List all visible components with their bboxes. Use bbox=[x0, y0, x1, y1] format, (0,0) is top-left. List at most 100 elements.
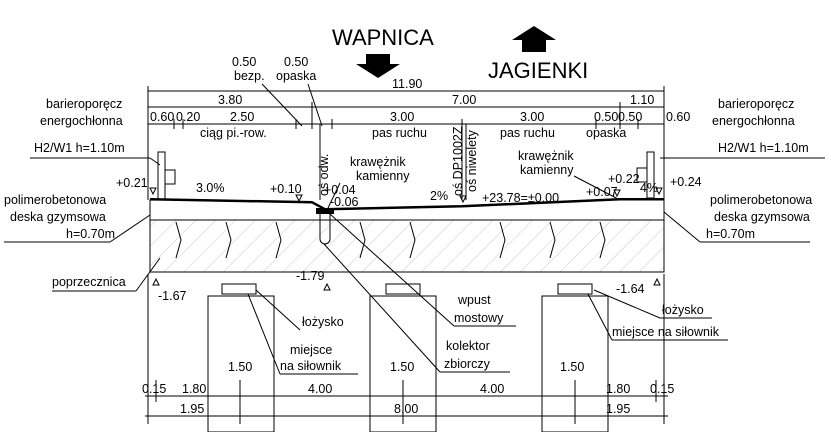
dim-bezp-label: bezp. bbox=[234, 69, 265, 83]
level-marker-icon bbox=[653, 277, 661, 286]
dim-bezp-val: 0.50 bbox=[232, 55, 256, 69]
level-164: -1.64 bbox=[616, 282, 645, 296]
label-lozysko-left: łożysko bbox=[302, 315, 344, 329]
label-kraweznik-left-2: kamienny bbox=[356, 169, 410, 183]
cornice-labels: polimerobetonowa deska gzymsowa h=0.70m … bbox=[4, 193, 812, 243]
dim-left-250: 2.50 bbox=[230, 110, 254, 124]
label-barrier-left-2: energochłonna bbox=[40, 114, 123, 128]
bottom-dimensions: 0.15 1.80 4.00 4.00 1.80 0.15 1.95 8.00 … bbox=[142, 274, 674, 424]
label-miejsce-right: miejsce na siłownik bbox=[612, 325, 720, 339]
dim-lane2: 3.00 bbox=[520, 110, 544, 124]
label-deska-left-3: h=0.70m bbox=[66, 227, 115, 241]
label-pas2: pas ruchu bbox=[500, 126, 555, 140]
label-barrier-left-3: H2/W1 h=1.10m bbox=[34, 141, 125, 155]
pier-right-width: 1.50 bbox=[560, 360, 584, 374]
piers: 1.50 1.50 1.50 bbox=[207, 283, 609, 432]
level-marker-icon bbox=[152, 277, 160, 286]
dim-opaska-label: opaska bbox=[276, 69, 316, 83]
barrier-left bbox=[157, 151, 176, 201]
dim-left-020: 0.20 bbox=[176, 110, 200, 124]
dim-b-180r: 1.80 bbox=[606, 382, 630, 396]
level-marker-icon bbox=[613, 189, 621, 198]
dim-b-015r: 0.15 bbox=[650, 382, 674, 396]
label-miejsce-left-2: na siłownik bbox=[280, 359, 342, 373]
label-kraweznik-left-1: krawężnik bbox=[350, 155, 406, 169]
pier-left-width: 1.50 bbox=[228, 360, 252, 374]
lower-labels: poprzecznica łożysko miejsce na siłownik… bbox=[52, 213, 728, 375]
label-barrier-left-1: barieroporęcz bbox=[46, 97, 122, 111]
label-barrier-right-1: barieroporęcz bbox=[718, 97, 794, 111]
label-barrier-right-3: H2/W1 h=1.10m bbox=[718, 141, 809, 155]
level-007: +0.07 bbox=[586, 185, 618, 199]
drain-inlet-icon bbox=[316, 208, 334, 214]
label-barrier-right-2: energochłonna bbox=[712, 114, 795, 128]
level-marker-icon bbox=[323, 282, 331, 291]
barrier-labels: barieroporęcz energochłonna H2/W1 h=1.10… bbox=[30, 97, 825, 166]
label-deska-left-2: deska gzymsowa bbox=[10, 210, 106, 224]
level-marker-icon bbox=[459, 195, 467, 204]
pier-middle bbox=[369, 295, 437, 432]
level-021: +0.21 bbox=[116, 176, 148, 190]
dim-b-195l: 1.95 bbox=[180, 402, 204, 416]
label-ciag: ciąg pi.-row. bbox=[200, 126, 267, 140]
dim-right-050a: 0.50 bbox=[594, 110, 618, 124]
level-024: +0.24 bbox=[670, 175, 702, 189]
label-kraweznik-right-1: krawężnik bbox=[518, 149, 574, 163]
dim-right-060: 0.60 bbox=[666, 110, 690, 124]
dim-b-400l: 4.00 bbox=[308, 382, 332, 396]
direction-jagienki: JAGIENKI bbox=[488, 26, 588, 83]
level-marker-icon bbox=[655, 187, 663, 196]
slope-left: 3.0% bbox=[196, 181, 225, 195]
level-010: +0.10 bbox=[270, 182, 302, 196]
label-wpust-1: wpust bbox=[457, 293, 491, 307]
label-os-niwelety: oś niwelety bbox=[465, 129, 479, 192]
label-kolektor-1: kolektor bbox=[446, 339, 490, 353]
label-poprzecznica: poprzecznica bbox=[52, 275, 126, 289]
dim-b-800: 8.00 bbox=[394, 402, 418, 416]
deck bbox=[149, 198, 665, 273]
bearing-right bbox=[557, 283, 593, 295]
label-pas1: pas ruchu bbox=[372, 126, 427, 140]
level-marker-icon bbox=[149, 187, 157, 196]
level-179: -1.79 bbox=[296, 269, 325, 283]
lane-labels: ciąg pi.-row. pas ruchu pas ruchu opaska… bbox=[200, 124, 626, 209]
dim-b-195r: 1.95 bbox=[606, 402, 630, 416]
label-os-dp: oś DP1002Z bbox=[451, 126, 465, 196]
dim-total: 11.90 bbox=[392, 77, 422, 91]
level-006: -0.06 bbox=[330, 195, 359, 209]
dim-mid-part: 7.00 bbox=[452, 93, 476, 107]
bearing-left bbox=[221, 283, 257, 295]
slope-right: 4% bbox=[640, 181, 658, 195]
arrow-down-icon bbox=[356, 54, 400, 78]
dim-b-180l: 1.80 bbox=[182, 382, 206, 396]
pier-right bbox=[541, 295, 609, 432]
arrow-up-icon bbox=[512, 26, 556, 52]
label-opaska-right: opaska bbox=[586, 126, 626, 140]
dim-lane1: 3.00 bbox=[390, 110, 414, 124]
dim-left-060: 0.60 bbox=[150, 110, 174, 124]
label-deska-left-1: polimerobetonowa bbox=[4, 193, 106, 207]
top-dimensions: 11.90 3.80 7.00 1.10 0.50 bezp. 0.50 opa… bbox=[147, 55, 690, 200]
direction-left-label: WAPNICA bbox=[332, 25, 434, 50]
dim-left-part: 3.80 bbox=[218, 93, 242, 107]
label-kraweznik-right-2: kamienny bbox=[520, 163, 574, 177]
dim-b-015l: 0.15 bbox=[142, 382, 166, 396]
label-deska-right-2: deska gzymsowa bbox=[714, 210, 810, 224]
dim-b-400r: 4.00 bbox=[480, 382, 504, 396]
label-deska-right-3: h=0.70m bbox=[706, 227, 755, 241]
level-167: -1.67 bbox=[158, 289, 187, 303]
level-004: +0.04 bbox=[324, 183, 356, 197]
label-lozysko-right: łożysko bbox=[662, 303, 704, 317]
level-labels: +0.21 +0.10 +0.04 -0.06 +23.78=±0.00 +0.… bbox=[116, 172, 702, 303]
label-miejsce-left-1: miejsce bbox=[290, 343, 332, 357]
level-main: +23.78=±0.00 bbox=[482, 191, 559, 205]
label-wpust-2: mostowy bbox=[454, 311, 504, 325]
level-022: +0.22 bbox=[608, 172, 640, 186]
label-kolektor-2: zbiorczy bbox=[444, 357, 491, 371]
dim-right-part: 1.10 bbox=[630, 93, 654, 107]
direction-wapnica: WAPNICA bbox=[332, 25, 434, 78]
level-marker-icon bbox=[295, 194, 303, 203]
slope-mid: 2% bbox=[430, 189, 448, 203]
pier-middle-width: 1.50 bbox=[390, 360, 414, 374]
